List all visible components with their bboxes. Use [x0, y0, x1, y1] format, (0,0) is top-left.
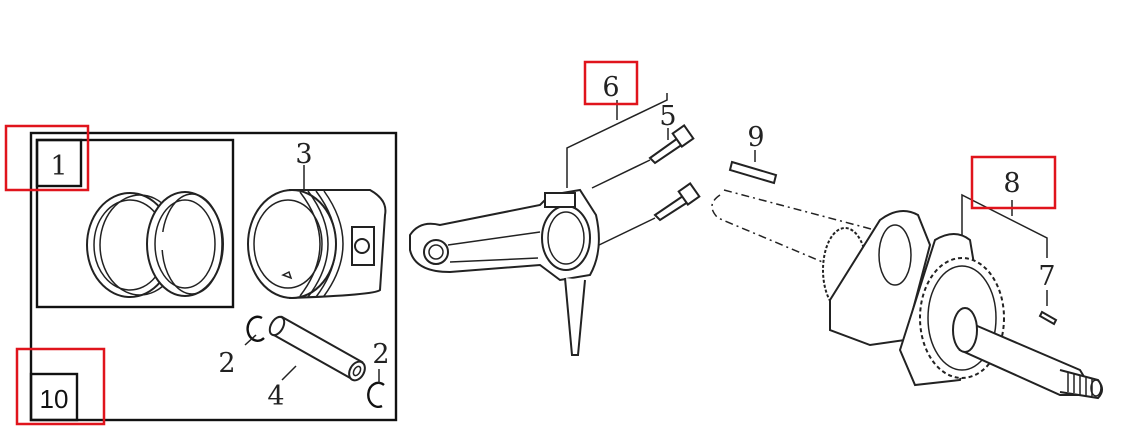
callout-2-left[interactable]: 2 [218, 348, 235, 379]
woodruff-key [1038, 310, 1058, 326]
callout-10[interactable]: 10 [40, 384, 69, 414]
key [728, 160, 778, 185]
piston-rings [86, 191, 224, 298]
ring-set-frame [35, 138, 235, 309]
crankshaft [822, 210, 1103, 400]
callout-5[interactable]: 5 [659, 101, 676, 132]
callout-8[interactable]: 8 [1003, 168, 1020, 199]
crankshaft-group: 8 7 [711, 168, 1103, 400]
circlip-right [367, 381, 385, 409]
callout-6[interactable]: 6 [602, 72, 619, 103]
callout-4[interactable]: 4 [267, 381, 284, 412]
callout-2-right[interactable]: 2 [372, 339, 389, 370]
callout-7[interactable]: 7 [1038, 261, 1055, 292]
highlight-8 [970, 155, 1057, 210]
highlight-10 [15, 347, 106, 426]
piston [247, 189, 387, 300]
callout-3[interactable]: 3 [295, 139, 312, 170]
callout-9[interactable]: 9 [747, 122, 764, 153]
piston-assembly-frame [29, 131, 398, 422]
connecting-rod [409, 188, 600, 356]
circlip-left [246, 315, 265, 342]
assembly-label-box [29, 372, 79, 422]
connecting-rod-group: 6 5 [409, 72, 701, 356]
piston-assembly-group: 1 10 3 2 2 [29, 131, 398, 422]
conrod-bolt-lower [653, 182, 701, 222]
conrod-bolt-upper [648, 124, 695, 165]
highlight-1 [4, 124, 90, 192]
highlight-6 [583, 60, 639, 106]
ring-set-label-box [35, 138, 83, 188]
piston-pin [268, 315, 366, 382]
callout-1[interactable]: 1 [50, 151, 67, 182]
